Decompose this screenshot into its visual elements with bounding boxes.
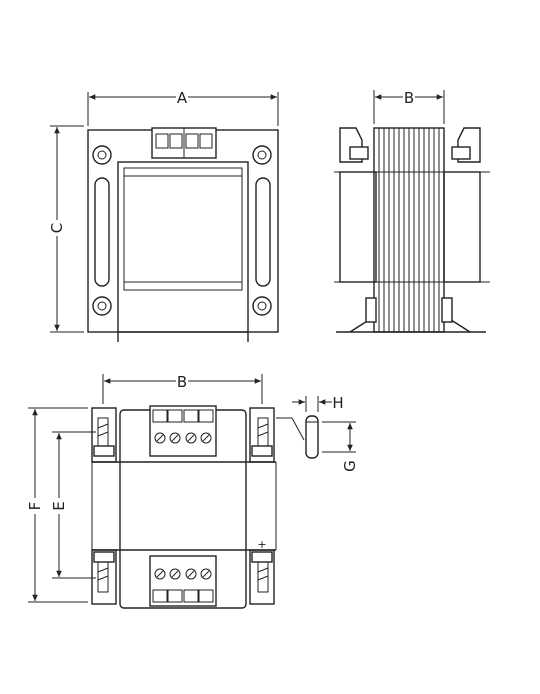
terminal-block bbox=[151, 127, 217, 159]
dimension-b-top-label: B bbox=[404, 89, 414, 107]
dimension-g-label: G bbox=[341, 460, 359, 472]
mounting-hole bbox=[252, 145, 272, 165]
dimension-c-label: C bbox=[48, 223, 66, 233]
ground-terminal-mark: + bbox=[257, 538, 266, 551]
dimension-f-label: F bbox=[26, 502, 44, 511]
dimension-e-label: E bbox=[50, 501, 68, 510]
dimension-h-label: H bbox=[332, 394, 343, 412]
terminal-detail: H G bbox=[276, 394, 359, 474]
mounting-hole bbox=[92, 145, 112, 165]
front-view: A C bbox=[48, 89, 279, 342]
terminal-block bbox=[149, 555, 217, 607]
mounting-hole bbox=[92, 296, 112, 316]
mounting-hole bbox=[252, 296, 272, 316]
side-view: B bbox=[334, 89, 490, 333]
top-view: + B F E bbox=[26, 373, 277, 609]
dimension-b-bottom-label: B bbox=[177, 373, 187, 391]
terminal-block bbox=[149, 405, 217, 457]
dimension-a-label: A bbox=[177, 89, 188, 107]
